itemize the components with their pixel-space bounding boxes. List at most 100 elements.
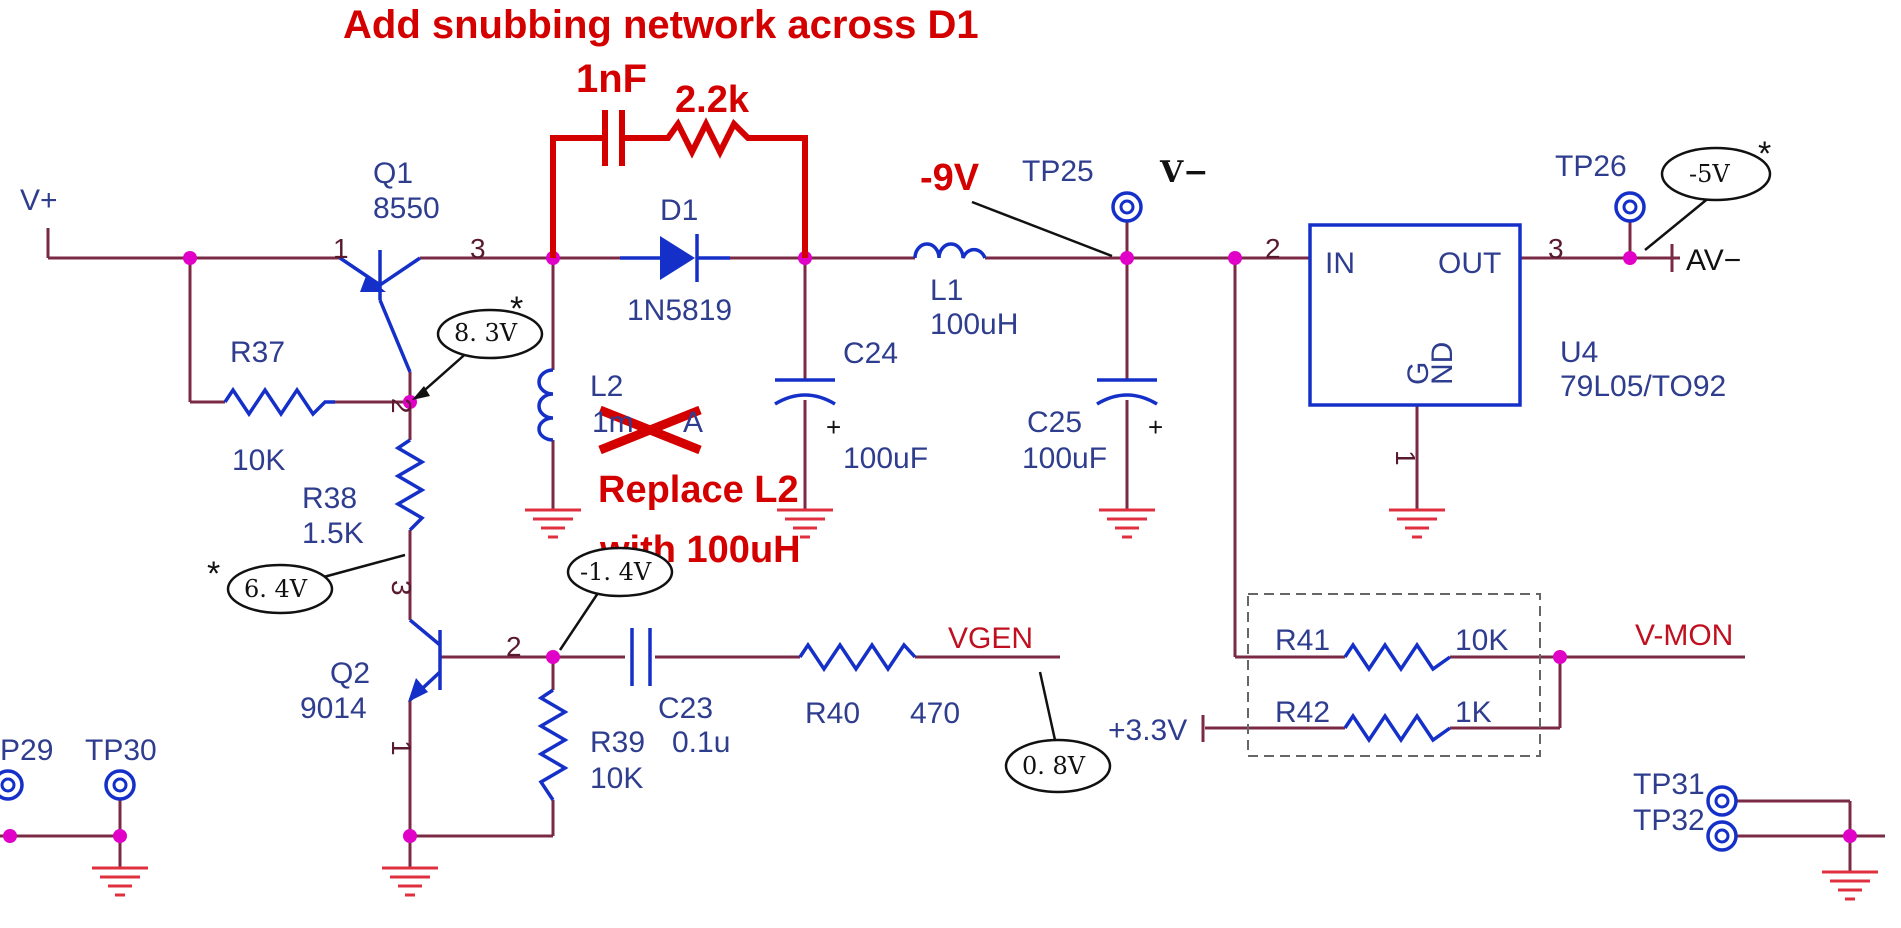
c25-ref: C25 xyxy=(1027,406,1082,439)
tp32-symbol xyxy=(1706,820,1738,852)
tp30-label: TP30 xyxy=(85,734,157,767)
r41-ref: R41 xyxy=(1275,624,1330,657)
measurement-minus5v-star: * xyxy=(1758,135,1771,173)
measurement-minus5v-text: -5V xyxy=(1689,160,1730,188)
r39-ref: R39 xyxy=(590,726,645,759)
r37-value: 10K xyxy=(232,444,285,477)
l1-ref: L1 xyxy=(930,274,963,307)
r38-value: 1.5K xyxy=(302,517,364,550)
c25-polarity: + xyxy=(1148,412,1163,442)
q1-pin3: 3 xyxy=(470,233,486,264)
tp26-symbol xyxy=(1614,191,1646,223)
junction-dots xyxy=(3,251,1857,843)
measurement-minus1v4-text: -1. 4V xyxy=(580,558,652,586)
tp30-symbol xyxy=(104,769,136,801)
q1-transistor xyxy=(339,250,421,373)
net-vminus: V− xyxy=(1159,155,1208,190)
c23-capacitor xyxy=(630,628,652,686)
q1-ref: Q1 xyxy=(373,157,413,190)
r40-value: 470 xyxy=(910,697,960,730)
tp25-label: TP25 xyxy=(1022,155,1094,188)
u4-pin-out: OUT xyxy=(1438,247,1501,280)
r41-value: 10K xyxy=(1455,624,1508,657)
tp25-symbol xyxy=(1111,191,1143,223)
l1-inductor xyxy=(913,242,987,259)
node-voltage-label: -9V xyxy=(920,157,980,199)
q1-pin1: 1 xyxy=(333,233,349,264)
measurement-6v4-star: * xyxy=(207,555,220,593)
r39-value: 10K xyxy=(590,762,643,795)
d1-value: 1N5819 xyxy=(627,294,732,327)
r42-resistor xyxy=(1343,712,1452,744)
tp32-label: TP32 xyxy=(1633,804,1705,837)
r42-value: 1K xyxy=(1455,696,1492,729)
tp29-symbol xyxy=(0,769,24,801)
l2-cross-mark xyxy=(598,405,702,455)
measurement-6v4: 6. 4V * xyxy=(207,553,406,615)
snubber-title: Add snubbing network across D1 xyxy=(343,3,979,47)
q2-value: 9014 xyxy=(300,692,367,725)
l2-value: 1m xyxy=(592,406,634,439)
snubber-res-label: 2.2k xyxy=(675,79,750,121)
q2-pin1: 1 xyxy=(386,740,417,756)
net-vgen: VGEN xyxy=(948,622,1033,655)
measurement-minus1v4: -1. 4V xyxy=(558,546,674,651)
net-av-minus: AV− xyxy=(1686,244,1741,277)
measurement-6v4-text: 6. 4V xyxy=(244,575,308,603)
r37-resistor xyxy=(223,386,335,418)
c24-ref: C24 xyxy=(843,337,898,370)
u4-ref: U4 xyxy=(1560,336,1598,369)
tp31-symbol xyxy=(1706,785,1738,817)
r42-ref: R42 xyxy=(1275,696,1330,729)
u4-pin1: 1 xyxy=(1390,450,1421,466)
l2-inductor xyxy=(537,368,554,442)
c24-capacitor xyxy=(774,378,836,406)
q2-pin2: 2 xyxy=(506,631,522,662)
measurement-minus5v: -5V * xyxy=(1644,135,1772,251)
measurement-0v8-text: 0. 8V xyxy=(1022,752,1086,780)
ground-symbols xyxy=(92,508,1878,901)
tp29-label: P29 xyxy=(0,734,53,767)
u4-value: 79L05/TO92 xyxy=(1560,370,1726,403)
q2-pin3: 3 xyxy=(386,580,417,596)
u4-pin2: 2 xyxy=(1265,233,1281,264)
snubber-cap-label: 1nF xyxy=(576,57,647,101)
c23-ref: C23 xyxy=(658,692,713,725)
q1-pin2: 2 xyxy=(386,398,417,414)
u4-pin-gnd-g: G xyxy=(1402,362,1435,385)
u4-pin-in: IN xyxy=(1325,247,1355,280)
c23-value: 0.1u xyxy=(672,726,730,759)
measurement-8v3-text: 8. 3V xyxy=(454,319,518,347)
c24-value: 100uF xyxy=(843,442,928,475)
l1-value: 100uH xyxy=(930,308,1018,341)
r40-resistor xyxy=(798,641,917,673)
wires xyxy=(0,222,1885,872)
net-3v3: +3.3V xyxy=(1108,714,1187,747)
resistor-group-box xyxy=(1247,593,1541,757)
r38-ref: R38 xyxy=(302,482,357,515)
tp31-label: TP31 xyxy=(1633,768,1705,801)
net-vmon: V-MON xyxy=(1635,619,1733,652)
net-vplus: V+ xyxy=(20,184,58,217)
q2-ref: Q2 xyxy=(330,657,370,690)
measurement-0v8: 0. 8V xyxy=(1004,671,1112,794)
replace-l2-line1: Replace L2 xyxy=(598,469,799,511)
r41-resistor xyxy=(1343,641,1452,673)
node-voltage-leader xyxy=(971,200,1113,258)
c25-value: 100uF xyxy=(1022,442,1107,475)
c25-capacitor xyxy=(1096,378,1158,406)
u4-pin3: 3 xyxy=(1548,233,1564,264)
measurement-8v3: 8. 3V * xyxy=(412,290,544,400)
r40-ref: R40 xyxy=(805,697,860,730)
r39-resistor xyxy=(537,688,569,801)
l2-value-tail: A xyxy=(683,406,703,439)
q1-value: 8550 xyxy=(373,192,440,225)
d1-diode xyxy=(620,234,730,282)
c24-polarity: + xyxy=(826,412,841,442)
r37-ref: R37 xyxy=(230,336,285,369)
d1-ref: D1 xyxy=(660,194,698,227)
measurement-8v3-star: * xyxy=(510,290,523,328)
r38-resistor xyxy=(394,438,426,532)
u4-pin-gnd-nd: ND xyxy=(1426,342,1459,385)
